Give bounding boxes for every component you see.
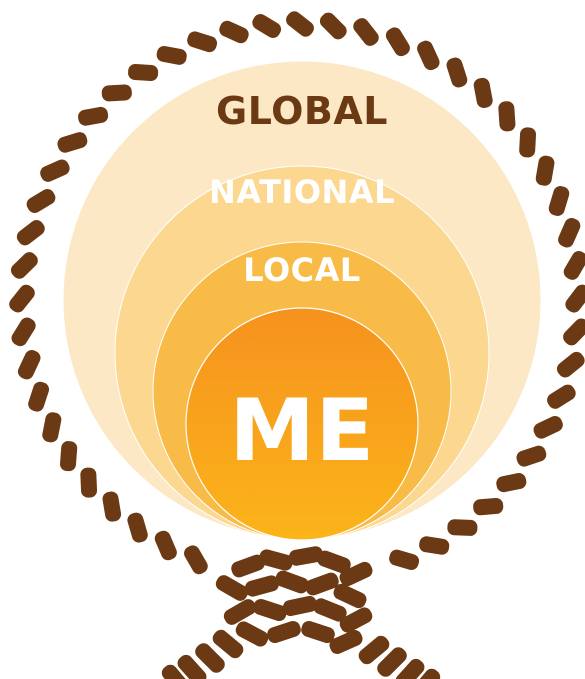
rope-segment [40, 159, 70, 182]
rope-segment [548, 186, 570, 216]
circle-me [185, 307, 419, 541]
knot-segment [259, 549, 293, 571]
knot-segment [212, 629, 244, 659]
rope-segment [496, 473, 527, 493]
knot-segment [288, 546, 324, 566]
rope-segment [419, 536, 450, 555]
rope-segment [389, 549, 420, 570]
rope-segment [9, 284, 35, 313]
knot-segment [317, 550, 351, 574]
rope-segment [17, 350, 41, 380]
knot-segment [275, 570, 309, 594]
rope-segment [26, 189, 56, 213]
rope-segment [385, 27, 410, 57]
rope-segment [28, 381, 50, 412]
knot-segment [301, 620, 335, 644]
rope-segment [16, 220, 45, 246]
knot-segment [223, 599, 257, 625]
rope-segment [128, 63, 159, 82]
rope-segment [498, 101, 516, 132]
knot-segment [313, 598, 347, 622]
label-local: LOCAL [243, 251, 361, 289]
rope-segment [286, 11, 314, 37]
rope-segment [11, 317, 36, 347]
rope-segment [563, 318, 585, 346]
knot-segment [377, 647, 407, 677]
rope-segment [127, 512, 148, 543]
knot-segment [235, 621, 269, 647]
knot-segment [267, 620, 301, 644]
rope-segment [154, 530, 177, 561]
label-national: NATIONAL [209, 173, 395, 211]
knot-segment [283, 595, 317, 617]
rope-segment [219, 20, 249, 44]
rope-ring [9, 11, 585, 575]
rope-knot [161, 546, 441, 679]
rope-segment [547, 384, 576, 409]
label-global: GLOBAL [216, 89, 388, 133]
rope-segment [156, 45, 187, 65]
rope-segment [80, 467, 98, 498]
rope-segment [57, 132, 88, 153]
knot-segment [195, 643, 225, 673]
rope-segment [417, 40, 440, 71]
knot-segment [358, 635, 390, 665]
rope-segment [353, 18, 379, 46]
knot-segment [231, 554, 265, 578]
rope-segment [535, 155, 555, 186]
rope-segment [519, 127, 537, 158]
knot-segment [161, 664, 191, 679]
rope-segment [60, 441, 78, 472]
rope-segment [319, 12, 347, 40]
rope-segment [10, 252, 38, 279]
knot-segment [305, 572, 339, 596]
rope-segment [102, 491, 122, 522]
knot-segment [395, 658, 425, 679]
knot-segment [411, 668, 441, 679]
rope-segment [565, 284, 585, 313]
knot-segment [177, 654, 207, 679]
knot-segment [339, 561, 373, 587]
rope-segment [42, 412, 62, 443]
rope-segment [533, 415, 563, 439]
knot-segment [215, 575, 249, 601]
knot-segment [253, 598, 287, 622]
label-me: ME [229, 381, 374, 481]
rope-segment [446, 57, 468, 88]
rope-segment [563, 250, 585, 280]
rope-segment [516, 445, 547, 467]
rope-segment [184, 545, 208, 575]
rope-segment [252, 14, 282, 38]
knot-segment [329, 630, 363, 654]
rope-segment [78, 106, 109, 126]
rope-segment [101, 84, 132, 102]
rope-segment [558, 217, 581, 248]
knot-segment [333, 583, 367, 609]
rope-segment [556, 351, 585, 378]
knot-segment [245, 575, 279, 597]
rope-segment [473, 77, 493, 108]
rope-segment [473, 497, 504, 516]
knot-segment [339, 607, 373, 633]
rope-segment [187, 31, 218, 53]
rope-segment [447, 519, 478, 536]
